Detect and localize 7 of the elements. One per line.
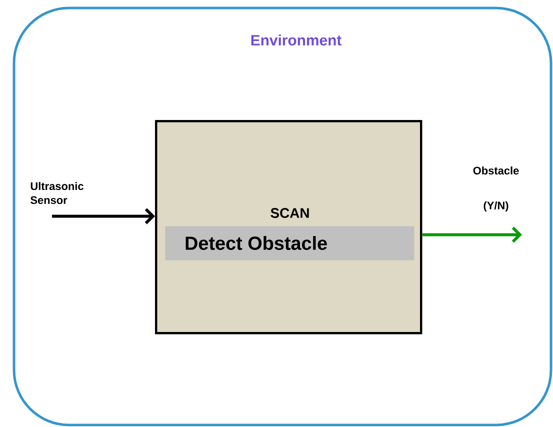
arrow bbox=[422, 226, 522, 243]
heading: Environment bbox=[251, 34, 342, 46]
environment-boundary bbox=[12, 6, 552, 426]
input-label: Ultrasonic Sensor bbox=[30, 182, 84, 204]
arrow bbox=[52, 208, 155, 224]
output-label: Obstacle (Y/N) bbox=[473, 166, 519, 212]
label-band: Detect Obstacle bbox=[165, 226, 414, 260]
